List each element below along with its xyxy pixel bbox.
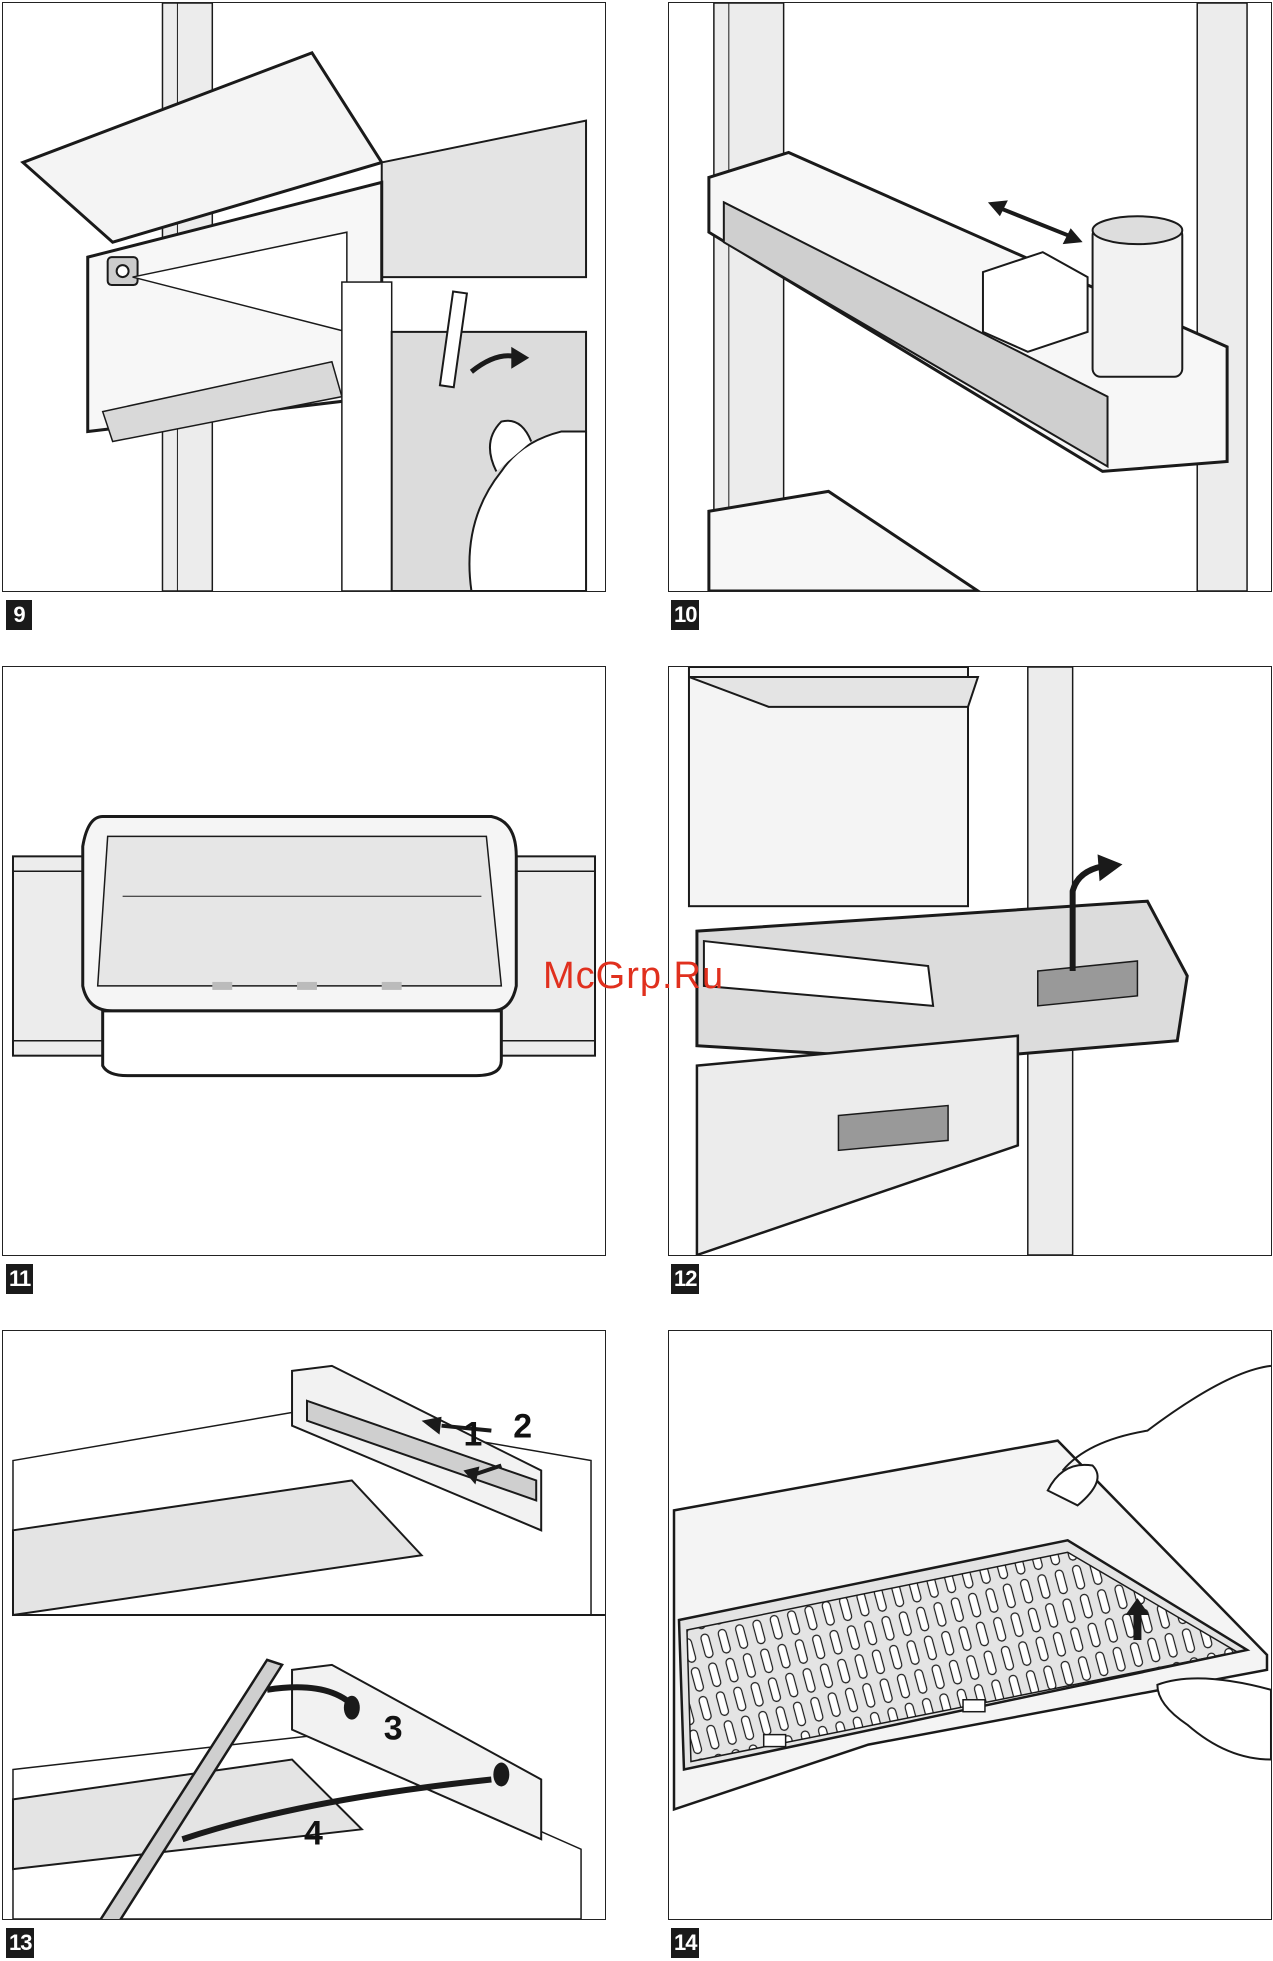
step-1-label: 1 — [463, 1416, 482, 1454]
figure-13-panel: 2 1 3 4 — [2, 1330, 606, 1920]
figure-10-panel — [668, 2, 1272, 592]
step-3-label: 3 — [384, 1710, 403, 1748]
figure-13-illustration: 2 1 3 4 — [3, 1331, 605, 1919]
figure-12-panel — [668, 666, 1272, 1256]
figure-12-illustration — [669, 667, 1271, 1255]
figure-10-illustration — [669, 3, 1271, 591]
figure-11-panel — [2, 666, 606, 1256]
figure-9-panel — [2, 2, 606, 592]
step-2-label: 2 — [513, 1408, 532, 1446]
figure-14-illustration — [669, 1331, 1271, 1919]
watermark-text: McGrp.Ru — [543, 955, 724, 998]
figure-14-panel — [668, 1330, 1272, 1920]
figure-10-label: 10 — [671, 600, 699, 630]
figure-14-label: 14 — [671, 1928, 699, 1958]
figure-9-label: 9 — [6, 600, 32, 630]
figure-11-illustration — [3, 667, 605, 1255]
figure-12-label: 12 — [671, 1264, 699, 1294]
figure-13-label: 13 — [6, 1928, 34, 1958]
step-4-label: 4 — [304, 1814, 323, 1852]
figure-11-label: 11 — [6, 1264, 33, 1294]
figure-9-illustration — [3, 3, 605, 591]
